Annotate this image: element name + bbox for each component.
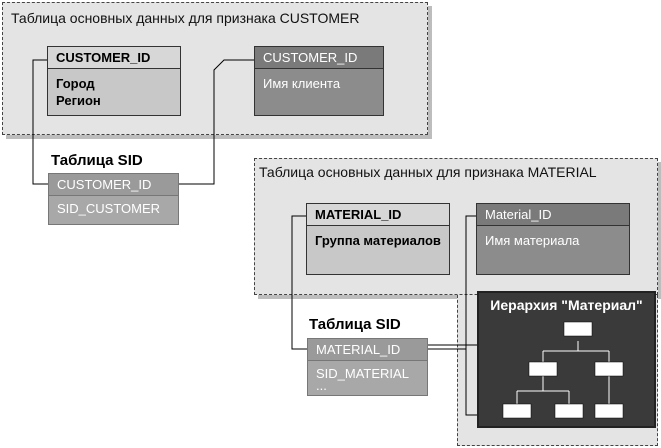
connector-hierarchy-bottom	[465, 349, 477, 416]
tree-node	[502, 403, 532, 419]
material-text-table-header: Material_ID	[477, 204, 629, 226]
customer-text-table-header: CUSTOMER_ID	[255, 47, 383, 69]
material-sid-table: MATERIAL_ID SID_MATERIAL ...	[307, 338, 428, 396]
customer-attribute-region: Регион	[56, 93, 101, 108]
tree-node	[594, 403, 624, 419]
tree-node	[554, 403, 584, 419]
material-text-name: Имя материала	[485, 233, 580, 248]
hierarchy-tree	[502, 321, 624, 419]
connector-material-attr-sid	[291, 215, 307, 350]
material-sid-ellipsis: ...	[316, 378, 327, 393]
material-sid-title: Таблица SID	[309, 316, 401, 333]
tree-node	[594, 361, 624, 377]
customer-attribute-table-header: CUSTOMER_ID	[48, 47, 180, 69]
connector-customer-attr-sid	[32, 59, 48, 185]
customer-sid-field: SID_CUSTOMER	[57, 201, 161, 216]
tree-node	[528, 361, 558, 377]
customer-text-name: Имя клиента	[263, 76, 341, 91]
customer-text-table: CUSTOMER_ID Имя клиента	[254, 46, 384, 116]
material-attribute-table: MATERIAL_ID Группа материалов	[306, 203, 450, 275]
material-sid-field: SID_MATERIAL	[316, 366, 409, 381]
connector-customer-text-sid	[179, 59, 254, 185]
connector-material-text-sid	[428, 215, 476, 350]
material-sid-table-header: MATERIAL_ID	[308, 339, 427, 361]
customer-sid-title: Таблица SID	[51, 152, 143, 169]
material-text-table: Material_ID Имя материала	[476, 203, 630, 275]
customer-sid-table-header: CUSTOMER_ID	[49, 174, 178, 196]
material-hierarchy-box: Иерархия "Материал"	[477, 291, 656, 428]
customer-attribute-city: Город	[56, 76, 95, 91]
tree-node-root	[563, 321, 593, 337]
material-region-title: Таблица основных данных для признака MAT…	[259, 164, 597, 180]
customer-sid-table: CUSTOMER_ID SID_CUSTOMER	[48, 173, 179, 225]
material-attribute-table-header: MATERIAL_ID	[307, 204, 449, 226]
customer-attribute-table: CUSTOMER_ID Город Регион	[47, 46, 181, 116]
material-attribute-group: Группа материалов	[315, 233, 441, 248]
customer-region-title: Таблица основных данных для признака CUS…	[11, 10, 360, 26]
material-hierarchy-title: Иерархия "Материал"	[490, 297, 643, 313]
